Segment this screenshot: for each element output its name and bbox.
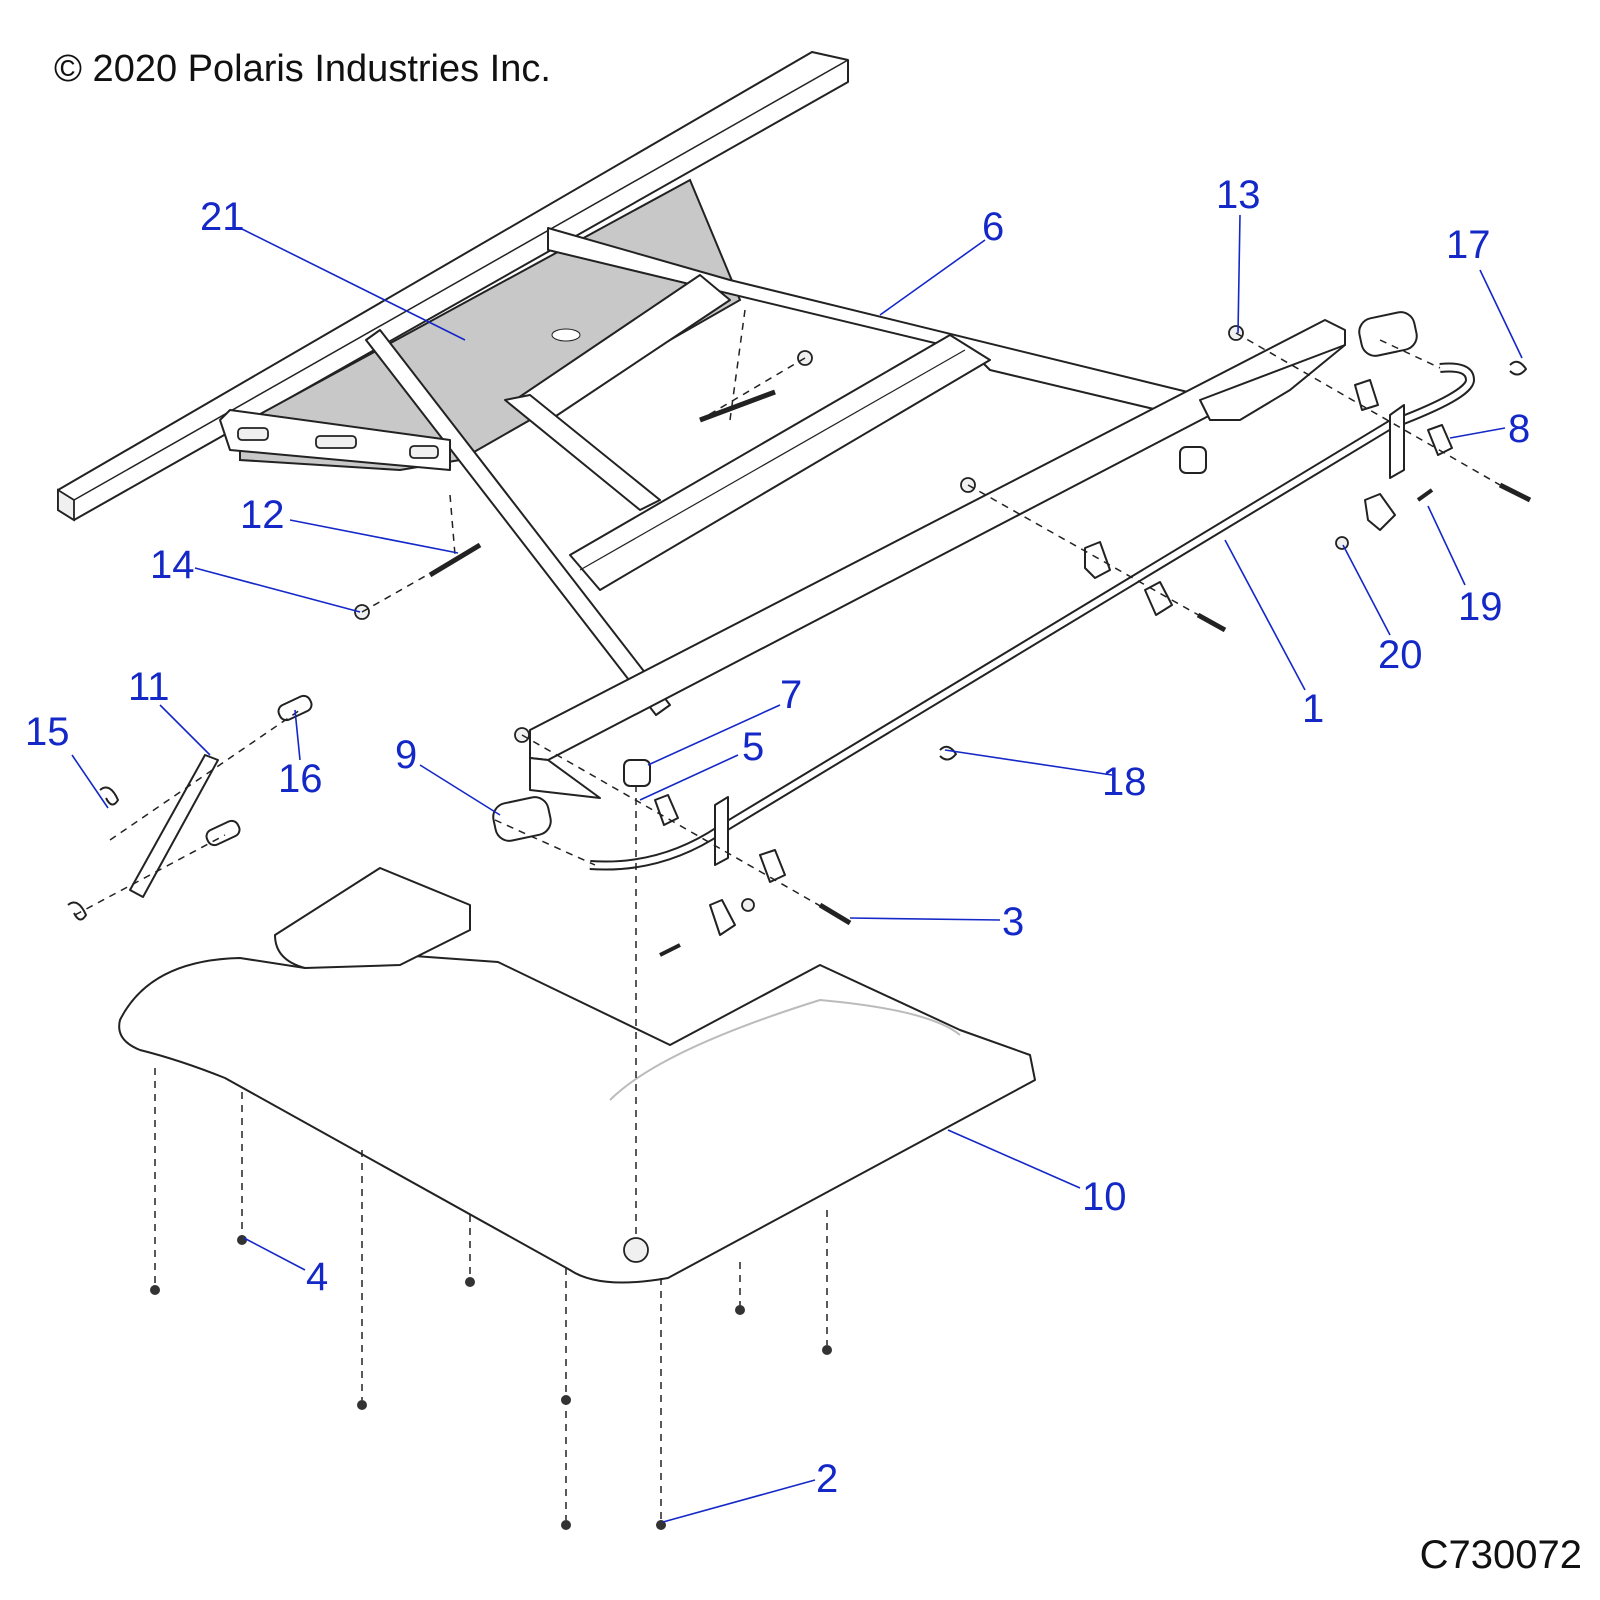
callout-11: 11 bbox=[128, 665, 170, 709]
callout-13: 13 bbox=[1216, 173, 1261, 217]
side-rail bbox=[57, 51, 849, 522]
hardware bbox=[67, 311, 1532, 957]
copyright-notice: © 2020 Polaris Industries Inc. bbox=[54, 48, 551, 90]
callout-7: 7 bbox=[780, 673, 802, 717]
callout-5: 5 bbox=[742, 725, 764, 769]
callout-17: 17 bbox=[1446, 223, 1491, 267]
cross-rail bbox=[529, 319, 1346, 799]
callout-21: 21 bbox=[200, 195, 245, 239]
callout-1: 1 bbox=[1302, 687, 1324, 731]
callout-8: 8 bbox=[1508, 407, 1530, 451]
figure-id: C730072 bbox=[1419, 1533, 1582, 1577]
callout-20: 20 bbox=[1378, 633, 1423, 677]
callout-labels: 1 2 3 4 5 6 7 8 9 10 11 12 13 14 15 16 1… bbox=[25, 173, 1530, 1501]
callout-10: 10 bbox=[1082, 1175, 1127, 1219]
callout-15: 15 bbox=[25, 710, 70, 754]
callout-9: 9 bbox=[395, 733, 417, 777]
callout-16: 16 bbox=[278, 757, 323, 801]
callout-14: 14 bbox=[150, 543, 195, 587]
main-frame bbox=[219, 227, 1201, 716]
skid-fasteners bbox=[150, 785, 832, 1530]
callout-12: 12 bbox=[240, 493, 285, 537]
callout-6: 6 bbox=[982, 205, 1004, 249]
callout-19: 19 bbox=[1458, 585, 1503, 629]
callout-3: 3 bbox=[1002, 900, 1024, 944]
torsion-bar bbox=[589, 362, 1476, 871]
leader-lines bbox=[71, 214, 1523, 1523]
callout-2: 2 bbox=[816, 1457, 838, 1501]
callout-4: 4 bbox=[306, 1255, 328, 1299]
skid-plate bbox=[118, 867, 1036, 1284]
callout-18: 18 bbox=[1102, 760, 1147, 804]
assembly-lines bbox=[74, 309, 1501, 924]
